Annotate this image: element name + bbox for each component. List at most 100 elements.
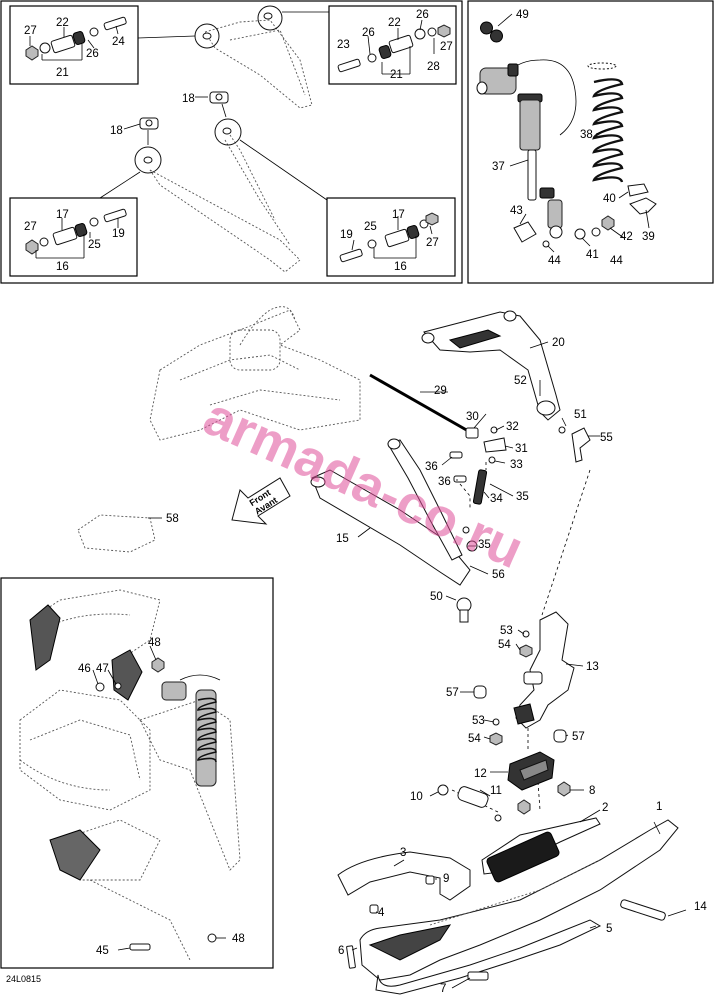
callout-54: 54 xyxy=(468,733,481,745)
callout-7: 7 xyxy=(440,983,446,995)
callout-19: 19 xyxy=(112,228,125,240)
handle-3 xyxy=(337,851,471,901)
callout-4: 4 xyxy=(378,907,385,919)
callout-19: 19 xyxy=(340,229,353,241)
diagram-id: 24L0815 xyxy=(6,974,41,984)
callout-5: 5 xyxy=(606,923,612,935)
shock-assembly xyxy=(476,59,577,239)
subframe-upper-left xyxy=(9,5,139,85)
callout-6: 6 xyxy=(338,945,344,957)
upper-a-arm-ghost xyxy=(137,5,329,109)
shock-spring xyxy=(587,62,624,183)
callout-58: 58 xyxy=(166,513,179,525)
callout-36: 36 xyxy=(438,476,451,488)
spacer-11-bolt-10 xyxy=(429,781,584,822)
subframe-lower-right xyxy=(326,197,456,277)
callout-22: 22 xyxy=(56,17,69,29)
upper-a-arm-20 xyxy=(421,310,561,421)
bushing-18-lower xyxy=(139,117,159,130)
callout-9: 9 xyxy=(443,873,449,885)
ski-2-runner xyxy=(481,809,601,883)
callout-16: 16 xyxy=(394,261,407,273)
callout-25: 25 xyxy=(364,221,377,233)
callout-21: 21 xyxy=(390,69,403,81)
callout-37: 37 xyxy=(492,161,505,173)
chassis-ghost xyxy=(149,306,361,441)
callout-18: 18 xyxy=(110,125,123,137)
callout-17: 17 xyxy=(56,209,69,221)
hardware-lower-left xyxy=(25,208,127,255)
ski-1 xyxy=(359,819,679,995)
fasteners-4-6-7-9 xyxy=(346,875,489,989)
callout-23: 23 xyxy=(337,39,350,51)
callout-56: 56 xyxy=(492,569,505,581)
callout-27: 27 xyxy=(426,237,439,249)
callout-53: 53 xyxy=(500,625,513,637)
callout-27: 27 xyxy=(24,25,37,37)
subframe-upper-right xyxy=(328,5,457,85)
callout-18: 18 xyxy=(182,93,195,105)
callout-16: 16 xyxy=(56,261,69,273)
bushing-18-upper xyxy=(209,91,229,104)
callout-17: 17 xyxy=(392,209,405,221)
subframe-lower-left xyxy=(9,197,138,277)
lower-a-arm-15 xyxy=(310,438,471,586)
callout-26: 26 xyxy=(362,27,375,39)
callout-8: 8 xyxy=(589,785,595,797)
callout-26: 26 xyxy=(86,48,99,60)
callout-39: 39 xyxy=(642,231,655,243)
callout-55: 55 xyxy=(600,432,613,444)
skid-bolt-14 xyxy=(620,899,687,921)
panel-shock-detail xyxy=(467,0,714,284)
callout-35: 35 xyxy=(516,491,529,503)
callout-57: 57 xyxy=(446,687,459,699)
callout-26: 26 xyxy=(416,9,429,21)
callout-22: 22 xyxy=(388,17,401,29)
panel-a-leaders xyxy=(29,19,435,259)
callout-24: 24 xyxy=(112,36,125,48)
hardware-upper-left xyxy=(25,16,127,61)
panel-frame-overview xyxy=(0,577,274,969)
callout-27: 27 xyxy=(440,41,453,53)
callout-36: 36 xyxy=(425,461,438,473)
callout-2: 2 xyxy=(602,802,608,814)
callout-31: 31 xyxy=(515,443,528,455)
callout-42: 42 xyxy=(620,231,633,243)
lower-a-arm-ghost xyxy=(99,103,328,273)
panel-a-arm-detail xyxy=(0,0,463,284)
callout-48: 48 xyxy=(148,637,161,649)
ski-bracket-12 xyxy=(490,751,555,791)
callout-49: 49 xyxy=(516,9,529,21)
hardware-lower-right xyxy=(339,212,439,263)
callout-29: 29 xyxy=(434,385,447,397)
callout-34: 34 xyxy=(490,493,503,505)
callout-28: 28 xyxy=(427,61,440,73)
callout-57: 57 xyxy=(572,731,585,743)
callout-40: 40 xyxy=(603,193,616,205)
callout-33: 33 xyxy=(510,459,523,471)
callout-41: 41 xyxy=(586,249,599,261)
callout-27: 27 xyxy=(24,221,37,233)
callout-50: 50 xyxy=(430,591,443,603)
callout-44: 44 xyxy=(548,255,561,267)
callout-45: 45 xyxy=(96,945,109,957)
callout-1: 1 xyxy=(656,801,662,813)
callout-47: 47 xyxy=(96,663,109,675)
callout-38: 38 xyxy=(580,129,593,141)
callout-52: 52 xyxy=(514,375,527,387)
callout-labels: 27 22 24 26 21 22 26 26 23 27 28 21 18 1… xyxy=(24,9,707,995)
callout-53: 53 xyxy=(472,715,485,727)
callout-46: 46 xyxy=(78,663,91,675)
steering-knuckle-13 xyxy=(460,611,584,746)
callout-13: 13 xyxy=(586,661,599,673)
shock-leaders xyxy=(497,13,650,253)
hardware-upper-right xyxy=(337,24,451,73)
callout-48: 48 xyxy=(232,933,245,945)
callout-35: 35 xyxy=(478,539,491,551)
callout-15: 15 xyxy=(336,533,349,545)
callout-54: 54 xyxy=(498,639,511,651)
callout-14: 14 xyxy=(694,901,707,913)
bracket-58 xyxy=(77,514,162,553)
callout-10: 10 xyxy=(410,791,423,803)
